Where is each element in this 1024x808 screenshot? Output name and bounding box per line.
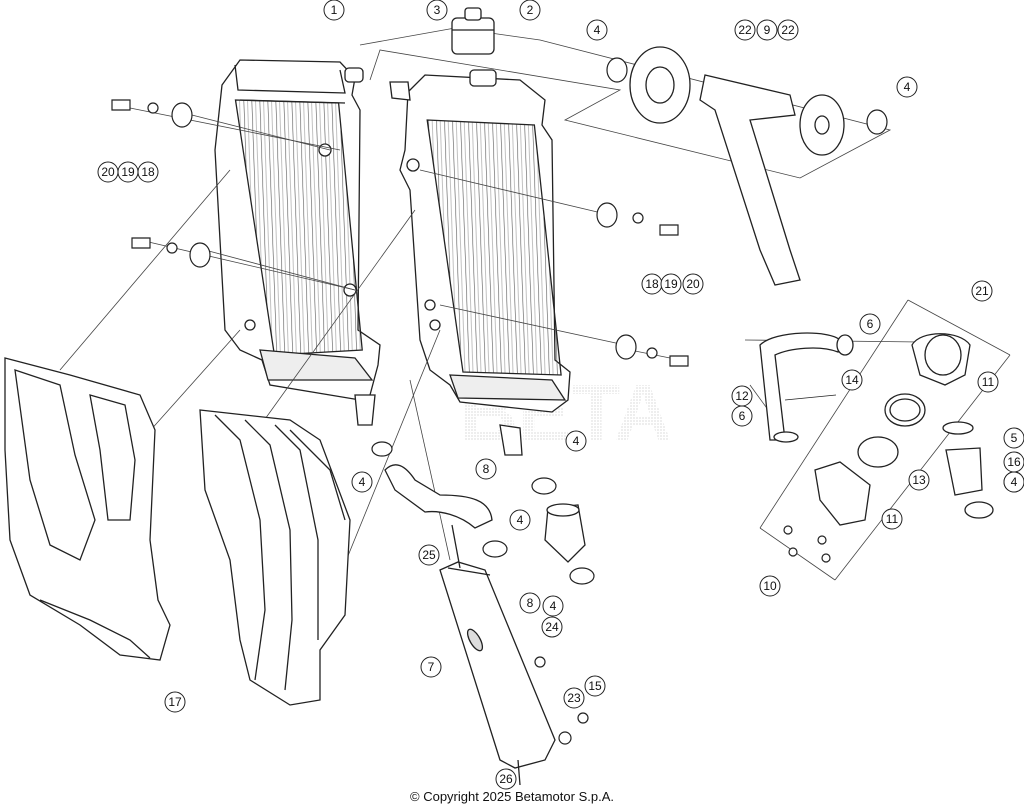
callout-label-2: 2 <box>527 3 534 17</box>
callout-circle-24 <box>541 616 563 638</box>
callout-circle-25 <box>418 544 440 566</box>
callout-label-22: 22 <box>738 23 752 37</box>
left-radiator <box>214 59 381 426</box>
callout-label-26: 26 <box>499 772 513 786</box>
expansion-tank <box>439 524 556 786</box>
callout-circle-5 <box>1003 427 1024 449</box>
callout-circle-4 <box>565 430 587 452</box>
callout-label-10: 10 <box>763 579 777 593</box>
callout-label-4: 4 <box>573 434 580 448</box>
callout-circle-9 <box>756 19 778 41</box>
callout-circle-19 <box>660 273 682 295</box>
callout-circle-20 <box>682 273 704 295</box>
callout-circle-22 <box>777 19 799 41</box>
clamps-and-fasteners <box>111 57 888 745</box>
callout-label-8: 8 <box>483 462 490 476</box>
thermostat-assembly <box>759 332 994 526</box>
callout-circle-15 <box>584 675 606 697</box>
callout-label-4: 4 <box>1011 475 1018 489</box>
callout-circle-4 <box>586 19 608 41</box>
callout-circle-2 <box>519 0 541 21</box>
callout-label-15: 15 <box>588 679 602 693</box>
callout-label-4: 4 <box>359 475 366 489</box>
callout-circle-4 <box>509 509 531 531</box>
callout-label-9: 9 <box>764 23 771 37</box>
callout-label-4: 4 <box>904 80 911 94</box>
callout-circle-7 <box>420 656 442 678</box>
callout-label-22: 22 <box>781 23 795 37</box>
callout-label-12: 12 <box>735 389 749 403</box>
callout-label-18: 18 <box>645 277 659 291</box>
leader-lines <box>59 27 1011 601</box>
callout-circle-22 <box>734 19 756 41</box>
callout-label-25: 25 <box>422 548 436 562</box>
upper-pipe-assembly <box>629 46 845 286</box>
callout-label-24: 24 <box>545 620 559 634</box>
callout-circle-11 <box>881 508 903 530</box>
callout-label-11: 11 <box>886 512 899 526</box>
callout-label-20: 20 <box>686 277 700 291</box>
callout-circle-17 <box>164 691 186 713</box>
callout-circle-10 <box>759 575 781 597</box>
callout-circle-26 <box>495 768 517 790</box>
radiator-cap <box>451 7 495 55</box>
callout-circle-18 <box>137 161 159 183</box>
callout-label-21: 21 <box>975 284 989 298</box>
right-radiator-shroud <box>199 409 351 706</box>
callout-label-19: 19 <box>664 277 678 291</box>
callout-circle-4 <box>896 76 918 98</box>
callout-label-19: 19 <box>121 165 135 179</box>
callout-circle-8 <box>475 458 497 480</box>
callout-circle-3 <box>426 0 448 21</box>
exploded-view-drawing: BETA <box>4 0 1024 790</box>
callout-circle-13 <box>908 469 930 491</box>
right-radiator <box>389 69 571 456</box>
callout-label-4: 4 <box>517 513 524 527</box>
callout-circle-4 <box>542 595 564 617</box>
callout-label-20: 20 <box>101 165 115 179</box>
callout-label-17: 17 <box>168 695 182 709</box>
callout-label-23: 23 <box>567 691 581 705</box>
callout-label-13: 13 <box>912 473 926 487</box>
callout-label-5: 5 <box>1011 431 1018 445</box>
callout-circle-11 <box>977 371 999 393</box>
callout-label-18: 18 <box>141 165 155 179</box>
callout-label-4: 4 <box>594 23 601 37</box>
left-radiator-shroud <box>4 357 171 661</box>
callout-label-14: 14 <box>845 373 859 387</box>
lower-hoses <box>384 464 586 563</box>
callout-label-11: 11 <box>982 375 995 389</box>
callout-label-6: 6 <box>867 317 874 331</box>
callout-circle-6 <box>859 313 881 335</box>
callout-circle-21 <box>971 280 993 302</box>
callout-circle-1 <box>323 0 345 21</box>
callout-group: 1234444444422922201918181920216612141151… <box>97 0 1024 790</box>
callout-circle-23 <box>563 687 585 709</box>
callout-circle-8 <box>519 592 541 614</box>
callout-circle-14 <box>841 369 863 391</box>
callout-circle-16 <box>1003 451 1024 473</box>
callout-label-3: 3 <box>434 3 441 17</box>
callout-label-4: 4 <box>550 599 557 613</box>
callout-label-1: 1 <box>331 3 338 17</box>
callout-circle-12 <box>731 385 753 407</box>
callout-circle-4 <box>351 471 373 493</box>
callout-label-16: 16 <box>1007 455 1021 469</box>
copyright-notice: © Copyright 2025 Betamotor S.p.A. <box>410 789 614 804</box>
callout-label-6: 6 <box>739 409 746 423</box>
callout-label-7: 7 <box>428 660 435 674</box>
callout-label-8: 8 <box>527 596 534 610</box>
